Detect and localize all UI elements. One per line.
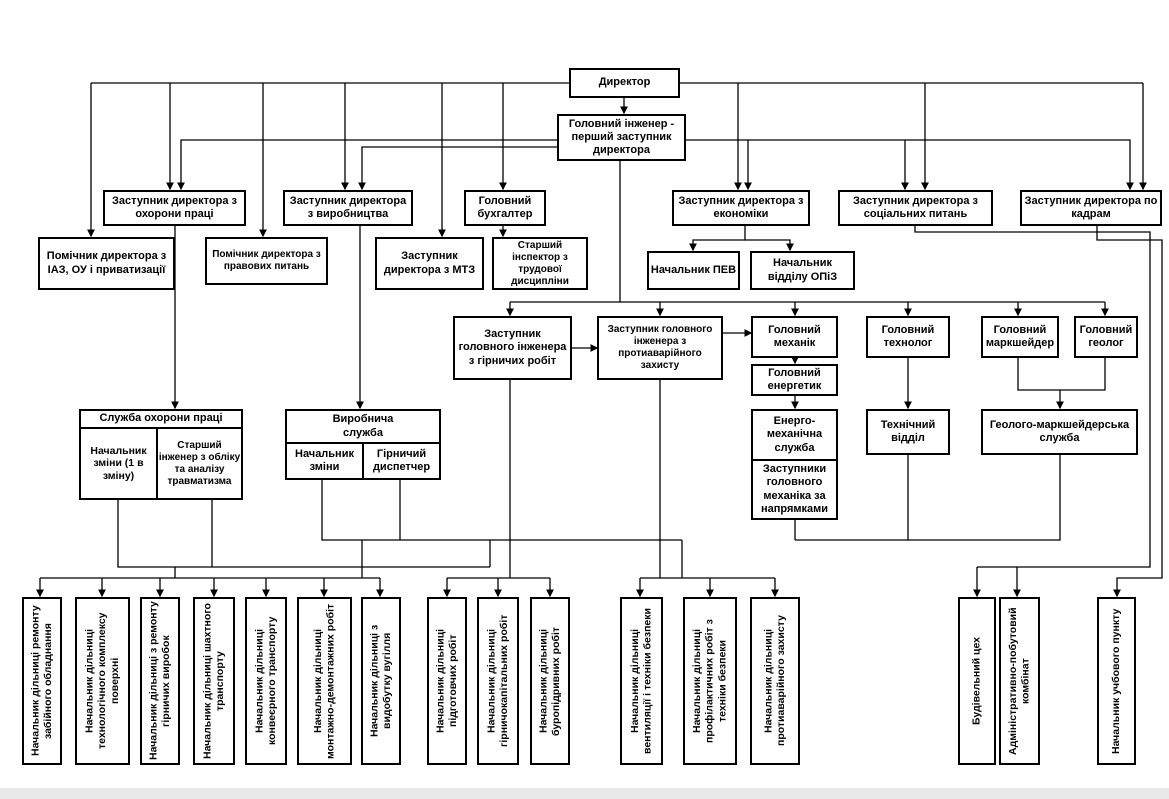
chief-geologist-box: Головний геолог — [1074, 316, 1138, 358]
labour-service-box: Служба охорони праці Начальник зміни (1 … — [79, 409, 243, 500]
bottom-unit-box: Начальник дільниці монтажно-демонтажних … — [297, 597, 352, 765]
bottom-unit-box: Начальник дільниці шахтного транспорту — [193, 597, 235, 765]
bottom-unit-box: Начальник дільниці з видобутку вугілля — [361, 597, 401, 765]
deputy-ce-mining-box: Заступник головного інженера з гірничих … — [453, 316, 572, 380]
prod-shift-head-cell: Начальник зміни — [287, 444, 364, 478]
director-box: Директор — [569, 68, 680, 98]
chief-mechanic-box: Головний механік — [751, 316, 838, 358]
deputy-mtz-box: Заступник директора з МТЗ — [375, 237, 484, 290]
bottom-unit-box: Начальник дільниці вентиляції і техніки … — [620, 597, 663, 765]
labour-service-title: Служба охорони праці — [81, 411, 241, 429]
chief-power-engineer-box: Головний енергетик — [751, 364, 838, 396]
mining-dispatcher-cell: Гірничий диспетчер — [372, 447, 431, 473]
geo-survey-service-box: Геолого-маркшейдерська служба — [981, 409, 1138, 455]
production-service-box: Виробнича служба Начальник зміни Гірничи… — [285, 409, 441, 480]
energy-service-title: Енерго-механічна служба — [753, 411, 836, 461]
deputy-economics-box: Заступник директора з економіки — [672, 190, 810, 226]
bottom-unit-box: Начальник дільниці профілактичних робіт … — [683, 597, 737, 765]
shift-head-cell: Начальник зміни (1 в зміну) — [81, 429, 158, 498]
bottom-unit-box: Начальник дільниці з ремонту гірничих ви… — [140, 597, 180, 765]
senior-inspector-box: Старший інспектор з трудової дисципліни — [492, 237, 588, 290]
chief-technologist-box: Головний технолог — [866, 316, 950, 358]
bottom-unit-box: Начальник дільниці ремонту забійного обл… — [22, 597, 62, 765]
head-opiz-box: Начальник відділу ОПіЗ — [750, 251, 855, 290]
bottom-unit-box: Начальник дільниці буропідривних робіт — [530, 597, 570, 765]
assistant-iaz-box: Помічник директора з ІАЗ, ОУ і приватиза… — [38, 237, 175, 290]
head-pev-box: Начальник ПЕВ — [647, 251, 740, 290]
chief-engineer-box: Головний інженер - перший заступник дире… — [557, 114, 686, 161]
production-service-title: Виробнича служба — [287, 411, 439, 444]
bottom-unit-box: Начальник учбового пункту — [1097, 597, 1136, 765]
deputy-hr-box: Заступник директора по кадрам — [1020, 190, 1162, 226]
energy-service-box: Енерго-механічна служба Заступники голов… — [751, 409, 838, 520]
deputy-labour-box: Заступник директора з охорони праці — [103, 190, 246, 226]
senior-engineer-cell: Старший інженер з обліку та аналізу трав… — [158, 439, 241, 487]
technical-dept-box: Технічний відділ — [866, 409, 950, 455]
bottom-unit-box: Начальник дільниці технологічного компле… — [75, 597, 130, 765]
assistant-legal-box: Помічник директора з правових питань — [205, 237, 328, 285]
bottom-unit-box: Начальник дільниці протиаварійного захис… — [750, 597, 800, 765]
chief-accountant-box: Головний бухгалтер — [464, 190, 546, 226]
bottom-unit-box: Начальник дільниці гірничокапітальних ро… — [477, 597, 519, 765]
bottom-unit-box: Будівельний цех — [958, 597, 996, 765]
chief-surveyor-box: Головний маркшейдер — [981, 316, 1059, 358]
bottom-unit-box: Адміністративно-побутовий комбінат — [999, 597, 1040, 765]
bottom-unit-box: Начальник дільниці конвеєрного транспорт… — [245, 597, 287, 765]
deputy-production-box: Заступник директора з виробництва — [283, 190, 413, 226]
footer-bar — [0, 788, 1169, 799]
deputy-ce-emergency-box: Заступник головного інженера з протиавар… — [597, 316, 723, 380]
bottom-unit-box: Начальник дільниці підготовчих робіт — [427, 597, 467, 765]
deputy-mechanics-cell: Заступники головного механіка за напрямк… — [760, 463, 829, 515]
deputy-social-box: Заступник директора з соціальних питань — [838, 190, 993, 226]
